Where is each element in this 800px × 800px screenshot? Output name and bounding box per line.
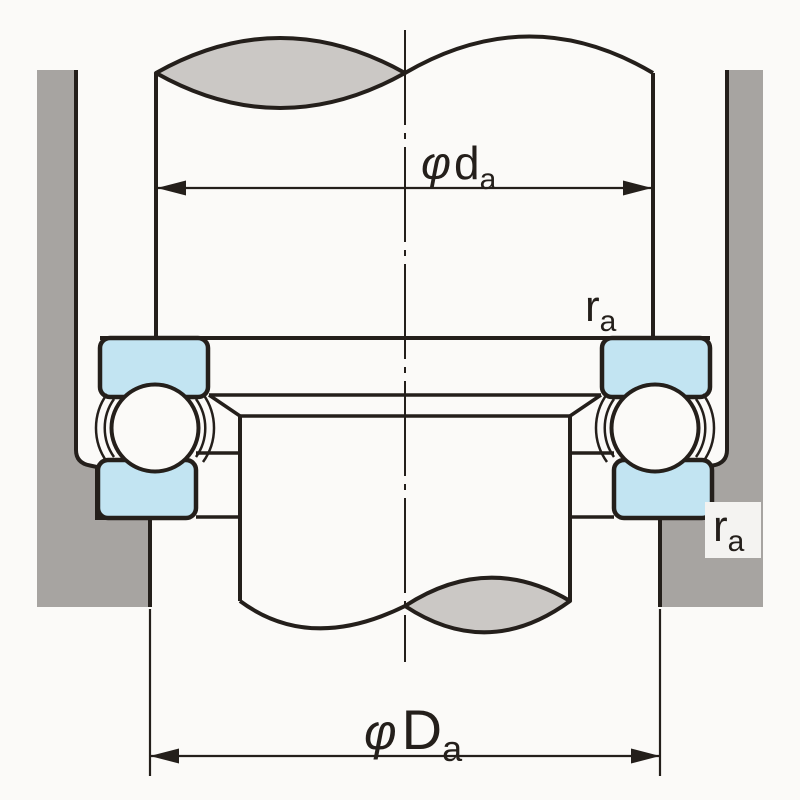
radius-letter: r [713,502,728,551]
shaft-lower-edges [238,416,572,601]
dim-shaft-abutment-diameter: φda [157,137,652,196]
label-ra-housing-fillet: ra [713,502,745,558]
subscript: a [480,163,497,196]
label-patch [705,502,761,558]
ball-left [109,382,201,474]
radius-letter: r [585,282,600,331]
cage-arcs-right-ball [594,393,716,463]
arrowhead-left-da [157,180,186,196]
arrowhead-left-Da [150,748,179,764]
extension-lines-Da [148,609,662,776]
subscript: a [600,305,617,338]
ball-right [609,382,701,474]
housing-washer-bore-lines [196,451,614,519]
label-phi-Da: φDa [364,698,463,769]
phi-symbol: φ [421,137,451,189]
arrowhead-right-da [623,180,652,196]
arrowhead-right-Da [631,748,660,764]
cage-arcs-left-ball [94,393,216,463]
shaft-break-arc-bottom-left [238,599,406,631]
phi-symbol: φ [364,704,397,760]
shaft-break-arc-top-right [403,34,655,75]
label-phi-da: φda [421,137,497,196]
subscript: a [442,728,463,769]
subscript: a [728,525,745,558]
diameter-letter: D [402,698,442,761]
housing-right-section [660,70,763,607]
diameter-letter: d [454,137,480,189]
dim-housing-abutment-diameter: φDa [148,609,662,776]
shaft-chamfer-lines [208,393,602,418]
shaft-upper-edges [154,73,655,338]
label-ra-shaft-fillet: ra [585,282,617,338]
housing-left-section [37,70,150,607]
